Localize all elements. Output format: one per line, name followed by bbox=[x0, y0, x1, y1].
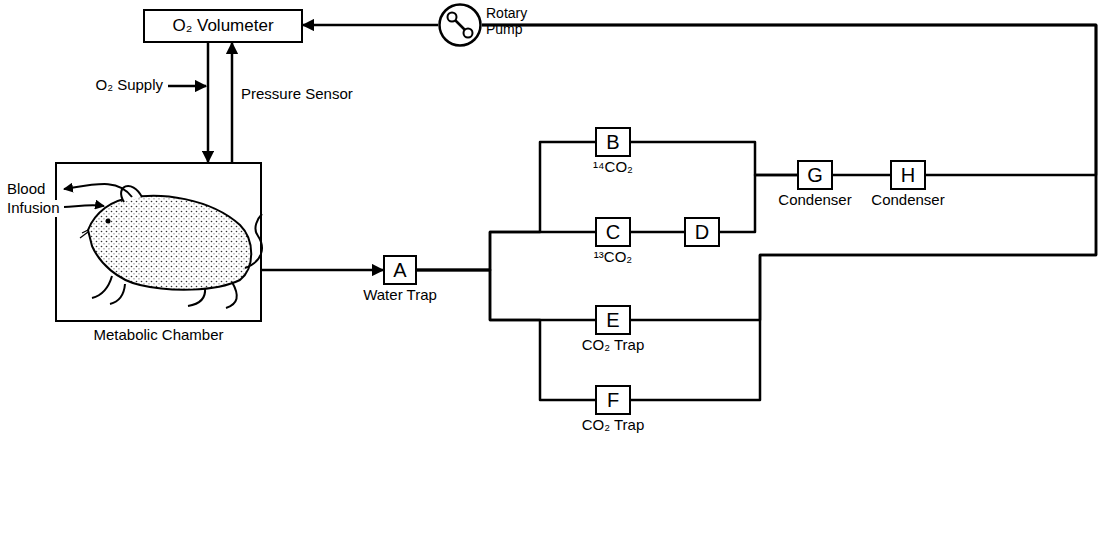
trap-box: FCO₂ Trap bbox=[595, 385, 631, 415]
flow-line bbox=[417, 232, 595, 270]
chamber-box: Metabolic Chamber bbox=[55, 162, 262, 322]
node-title: C bbox=[606, 221, 620, 243]
node-title: F bbox=[607, 389, 619, 411]
node-title: B bbox=[606, 131, 619, 153]
flow-line bbox=[833, 174, 890, 177]
node-caption: CO₂ Trap bbox=[582, 337, 645, 354]
node-title: H bbox=[901, 164, 915, 186]
node-caption: ¹⁴CO₂ bbox=[593, 159, 633, 176]
flow-line bbox=[482, 25, 1096, 400]
flow-line bbox=[417, 270, 595, 320]
flow-line bbox=[417, 270, 595, 400]
flow-line bbox=[207, 43, 210, 162]
flow-line bbox=[482, 25, 1096, 320]
node-title: G bbox=[807, 164, 823, 186]
trap-box: ECO₂ Trap bbox=[595, 305, 631, 335]
flow-line bbox=[231, 43, 234, 162]
detector-box: C¹³CO₂ bbox=[595, 217, 631, 247]
flow-line bbox=[631, 231, 684, 234]
condenser-box: GCondenser bbox=[797, 160, 833, 190]
detector-box: D bbox=[684, 217, 720, 247]
flow-line bbox=[417, 142, 595, 270]
pump-outline bbox=[438, 3, 482, 47]
catheter-label: Blood bbox=[6, 181, 46, 198]
flow-line bbox=[262, 269, 383, 272]
supply-arrow bbox=[168, 86, 206, 87]
node-title: Rotary Pump bbox=[486, 5, 538, 37]
node-title: Metabolic Chamber bbox=[93, 327, 223, 344]
flow-line bbox=[303, 24, 438, 27]
supply-label: O₂ Supply bbox=[94, 77, 164, 94]
node-title: D bbox=[695, 221, 709, 243]
catheter-label: Infusion bbox=[6, 200, 61, 217]
pump-symbol: Rotary Pump bbox=[438, 3, 482, 47]
detector-box: B¹⁴CO₂ bbox=[595, 127, 631, 157]
node-caption: ¹³CO₂ bbox=[594, 249, 632, 266]
node-title: O₂ Volumeter bbox=[172, 17, 273, 36]
node-caption: Condenser bbox=[871, 192, 944, 209]
node-caption: CO₂ Trap bbox=[582, 417, 645, 434]
node-title: A bbox=[393, 259, 406, 281]
flow-line bbox=[631, 142, 797, 175]
node-caption: Water Trap bbox=[363, 287, 437, 304]
condenser-box: HCondenser bbox=[890, 160, 926, 190]
volumeter-box: O₂ Volumeter bbox=[143, 9, 303, 43]
node-title: E bbox=[606, 309, 619, 331]
catheter-lines bbox=[64, 184, 132, 207]
flow-line bbox=[482, 25, 1096, 175]
rat-figure bbox=[80, 186, 262, 308]
trap-box: AWater Trap bbox=[383, 255, 417, 285]
edge-label: Pressure Sensor bbox=[240, 86, 354, 103]
node-caption: Condenser bbox=[778, 192, 851, 209]
